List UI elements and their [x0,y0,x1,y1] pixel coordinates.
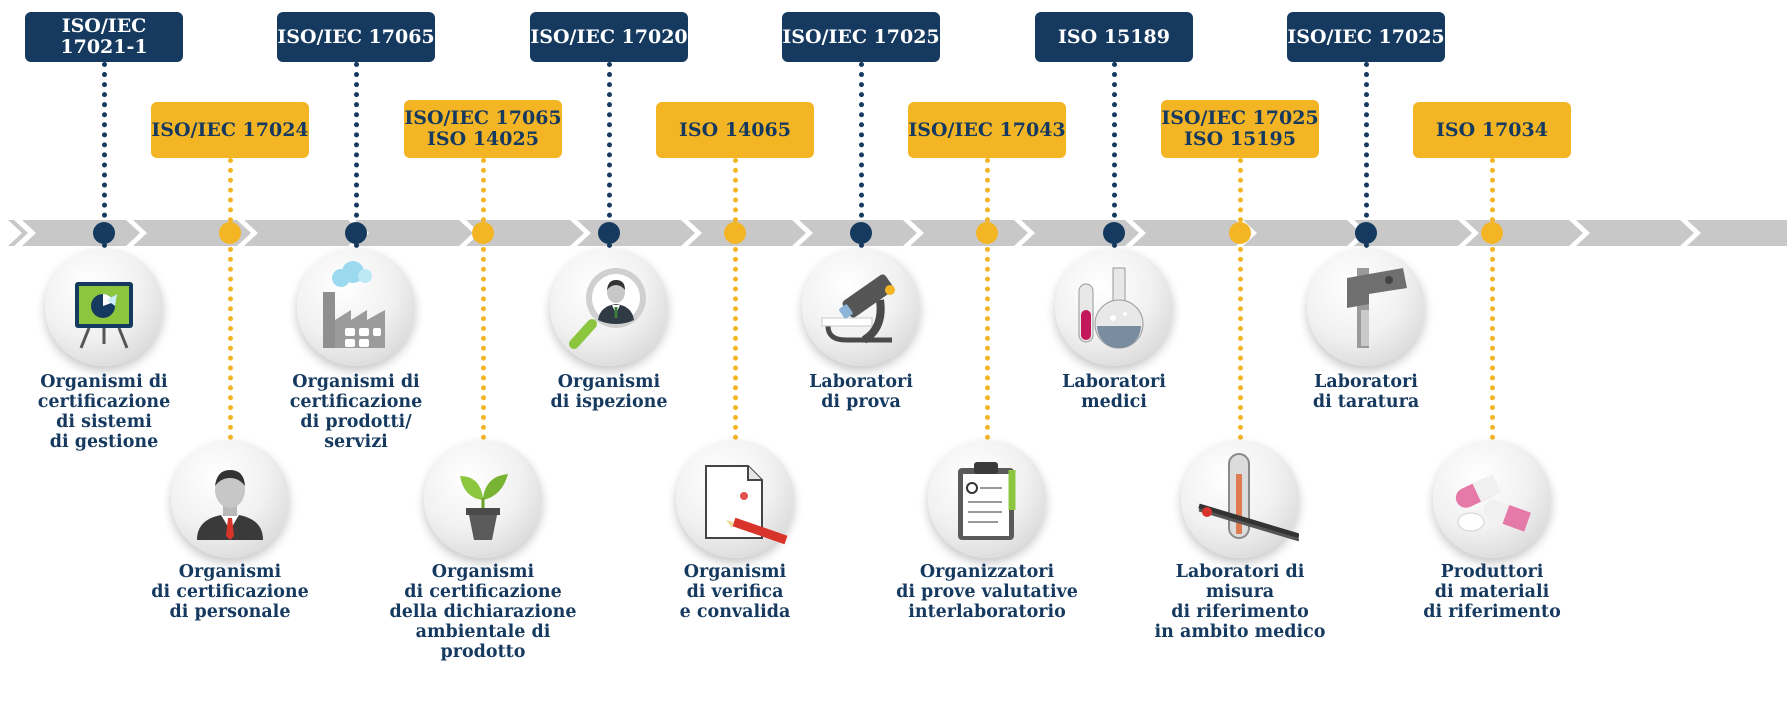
timeline-chevron [1687,220,1787,246]
timeline-dot [1481,222,1503,244]
category-description: Laboratori medici [1062,372,1166,412]
category-description: Organismi di certificazione di sistemi d… [37,372,171,452]
timeline-connector [607,62,612,248]
timeline-chevron [466,220,584,246]
timeline-chevron [1354,220,1472,246]
timeline-connector [985,158,990,440]
timeline-connector [228,158,233,440]
standard-label: ISO/IEC 17025 [782,12,940,62]
category-description: Organismi di certificazione di prodotti/… [289,372,423,452]
category-description: Organismi di certificazione della dichia… [389,562,577,662]
category-description: Organismi di ispezione [550,372,668,412]
timeline-chevron [8,220,28,246]
standard-label: ISO/IEC 17021-1 [25,12,183,62]
pills-icon [1455,474,1531,532]
icon-circle [171,440,289,558]
icon-circle [676,440,794,558]
timeline-connector [1490,158,1495,440]
timeline-dot [1229,222,1251,244]
icon-circle [297,248,415,366]
timeline-connector [1238,158,1243,440]
icon-circle [802,248,920,366]
standard-label: ISO 14065 [656,102,814,158]
caliper-icon [1347,268,1407,348]
standard-label: ISO 15189 [1035,12,1193,62]
standard-label: ISO/IEC 17065 [277,12,435,62]
timeline-dot [93,222,115,244]
timeline-dot [724,222,746,244]
presentation-board-icon [75,282,133,349]
icon-circle [45,248,163,366]
magnifier-inspector-icon [569,268,646,349]
category-description: Laboratori di prova [809,372,913,412]
timeline-connector [481,158,486,440]
icon-circle [424,440,542,558]
timeline-dot [1103,222,1125,244]
timeline-chevron [1243,220,1361,246]
timeline-connector [1112,62,1117,248]
timeline-connector [1364,62,1369,248]
category-description: Organizzatori di prove valutative interl… [896,562,1078,622]
timeline-dot [1355,222,1377,244]
timeline-connector [102,62,107,248]
standard-label: ISO/IEC 17020 [530,12,688,62]
factory-icon [323,261,385,348]
icon-circle [1433,440,1551,558]
icon-circle [928,440,1046,558]
standard-label: ISO/IEC 17043 [908,102,1066,158]
timeline-chevron [577,220,695,246]
icon-circle [550,248,668,366]
category-description: Laboratori di misura di riferimento in a… [1154,562,1326,642]
lab-flask-icon [1078,267,1144,349]
timeline-connector [859,62,864,248]
businessman-icon [197,470,263,540]
standard-label: ISO/IEC 17025 [1287,12,1445,62]
icon-circle [1181,440,1299,558]
timeline-dot [472,222,494,244]
timeline-chevron [244,220,362,246]
standard-label: ISO/IEC 17065 ISO 14025 [404,100,562,158]
timeline-dot [345,222,367,244]
timeline-dot [976,222,998,244]
timeline-chevron [22,220,140,246]
category-description: Laboratori di taratura [1312,372,1420,412]
thermometer-tweezers-icon [1198,453,1299,542]
timeline-chevron [688,220,806,246]
timeline-dot [219,222,241,244]
timeline-chevron [1132,220,1250,246]
icon-circle [1307,248,1425,366]
timeline-dot [598,222,620,244]
potted-plant-icon [460,474,508,540]
microscope-icon [821,274,895,344]
clipboard-checklist-icon [958,462,1016,540]
timeline-chevron [355,220,473,246]
category-description: Organismi di verifica e convalida [679,562,791,622]
timeline-dot [850,222,872,244]
timeline-connector [733,158,738,440]
document-pencil-icon [705,465,788,545]
icon-circle [1055,248,1173,366]
timeline-connector [354,62,359,248]
category-description: Produttori di materiali di riferimento [1423,562,1561,622]
standard-label: ISO/IEC 17024 [151,102,309,158]
timeline-chevron [910,220,1028,246]
timeline-chevron [1576,220,1694,246]
standard-label: ISO 17034 [1413,102,1571,158]
standard-label: ISO/IEC 17025 ISO 15195 [1161,100,1319,158]
category-description: Organismi di certificazione di personale [151,562,309,622]
